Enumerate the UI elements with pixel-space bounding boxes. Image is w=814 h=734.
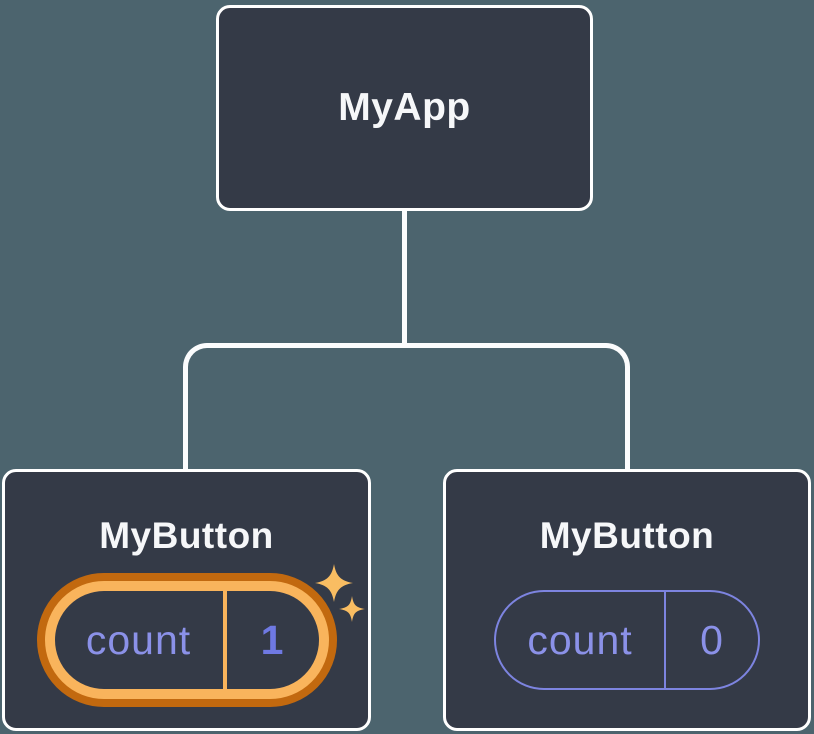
state-pill-highlight-ring: count 1 [36,573,337,707]
state-pill-count-0: count 0 [494,590,760,690]
node-mybutton-2-body: count 0 [446,573,808,707]
state-key-label: count [527,616,633,663]
sparkle-icon [315,564,365,622]
node-mybutton-1-body: count 1 [5,573,368,707]
node-mybutton-1: MyButton count 1 [2,469,371,731]
node-myapp: MyApp [216,5,593,211]
state-value: 0 [700,616,724,663]
state-key-label: count [85,616,192,663]
node-mybutton-2: MyButton count 0 [443,469,811,731]
pill-divider [664,592,666,688]
state-value: 1 [260,616,285,663]
connector-left-branch [183,343,405,469]
state-pill-count-1: count 1 [54,591,319,689]
connector-right-branch [405,343,630,469]
connector-root-stem [402,208,407,345]
node-mybutton-1-label: MyButton [99,515,274,556]
node-mybutton-2-label: MyButton [539,515,715,556]
pill-divider [222,591,227,689]
node-myapp-label: MyApp [338,86,471,129]
